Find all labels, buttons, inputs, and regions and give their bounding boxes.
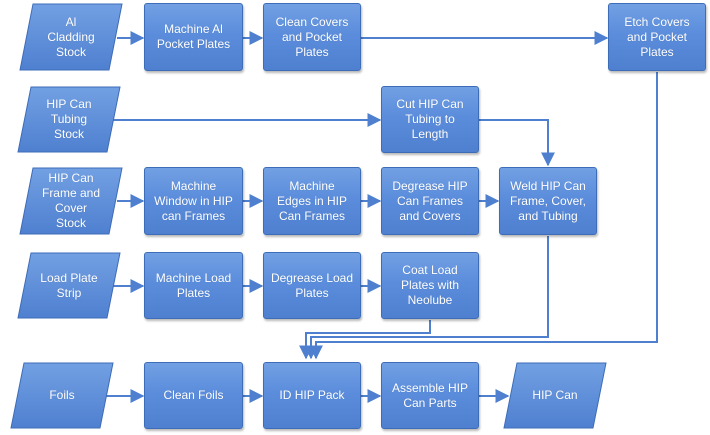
weld-hip-can-step: Weld HIP Can Frame, Cover, and Tubing xyxy=(499,167,597,235)
assemble-hip-can-parts-label: Assemble HIP Can Parts xyxy=(391,380,469,410)
degrease-frames-covers-label: Degrease HIP Can Frames and Covers xyxy=(392,178,468,223)
foils-label: Foils xyxy=(49,388,75,402)
machine-edges-label: Machine Edges in HIP Can Frames xyxy=(276,178,348,223)
arrow-coat-to-id-pack xyxy=(299,320,431,360)
arrow-etch-to-id-pack xyxy=(309,72,658,360)
machine-edges-step: Machine Edges in HIP Can Frames xyxy=(263,167,361,235)
hip-can-label: HIP Can xyxy=(532,388,578,402)
weld-hip-can-label: Weld HIP Can Frame, Cover, and Tubing xyxy=(509,178,587,223)
degrease-load-plates-label: Degrease Load Plates xyxy=(270,270,354,300)
assemble-hip-can-parts-step: Assemble HIP Can Parts xyxy=(381,362,479,429)
clean-covers-pocket-plates-step: Clean Covers and Pocket Plates xyxy=(263,3,361,71)
arrow-cut-to-weld xyxy=(479,119,555,167)
id-hip-pack-step: ID HIP Pack xyxy=(263,362,361,429)
degrease-frames-covers-step: Degrease HIP Can Frames and Covers xyxy=(381,167,479,235)
hip-can-frame-cover-stock-input: HIP Can Frame and Cover Stock xyxy=(19,167,123,235)
machine-al-pocket-plates-label: Machine Al Pocket Plates xyxy=(156,22,231,51)
id-hip-pack-label: ID HIP Pack xyxy=(279,388,345,402)
machine-load-plates-step: Machine Load Plates xyxy=(144,252,243,319)
etch-covers-pocket-plates-step: Etch Covers and Pocket Plates xyxy=(608,3,706,71)
hip-can-output: HIP Can xyxy=(503,362,607,429)
coat-load-plates-step: Coat Load Plates with Neolube xyxy=(381,252,479,319)
hip-can-tubing-stock-input: HIP Can Tubing Stock xyxy=(17,86,121,153)
coat-load-plates-label: Coat Load Plates with Neolube xyxy=(400,263,460,307)
degrease-load-plates-step: Degrease Load Plates xyxy=(263,252,361,319)
machine-window-step: Machine Window in HIP can Frames xyxy=(144,167,243,235)
machine-al-pocket-plates-step: Machine Al Pocket Plates xyxy=(144,3,243,71)
foils-input: Foils xyxy=(10,362,114,429)
load-plate-strip-label: Load Plate Strip xyxy=(40,270,98,300)
clean-foils-label: Clean Foils xyxy=(163,388,224,402)
hip-can-tubing-stock-label: HIP Can Tubing Stock xyxy=(46,97,92,141)
cut-hip-can-tubing-step: Cut HIP Can Tubing to Length xyxy=(381,86,479,153)
machine-load-plates-label: Machine Load Plates xyxy=(155,270,232,300)
al-cladding-stock-label: Al Cladding Stock xyxy=(47,14,95,59)
etch-covers-pocket-plates-label: Etch Covers and Pocket Plates xyxy=(624,14,690,59)
cut-hip-can-tubing-label: Cut HIP Can Tubing to Length xyxy=(396,97,464,141)
al-cladding-stock-input: Al Cladding Stock xyxy=(19,3,123,71)
machine-window-label: Machine Window in HIP can Frames xyxy=(154,178,233,223)
clean-covers-pocket-plates-label: Clean Covers and Pocket Plates xyxy=(275,14,349,59)
hip-can-frame-cover-stock-label: HIP Can Frame and Cover Stock xyxy=(41,171,101,230)
clean-foils-step: Clean Foils xyxy=(144,362,243,429)
load-plate-strip-input: Load Plate Strip xyxy=(17,252,121,319)
